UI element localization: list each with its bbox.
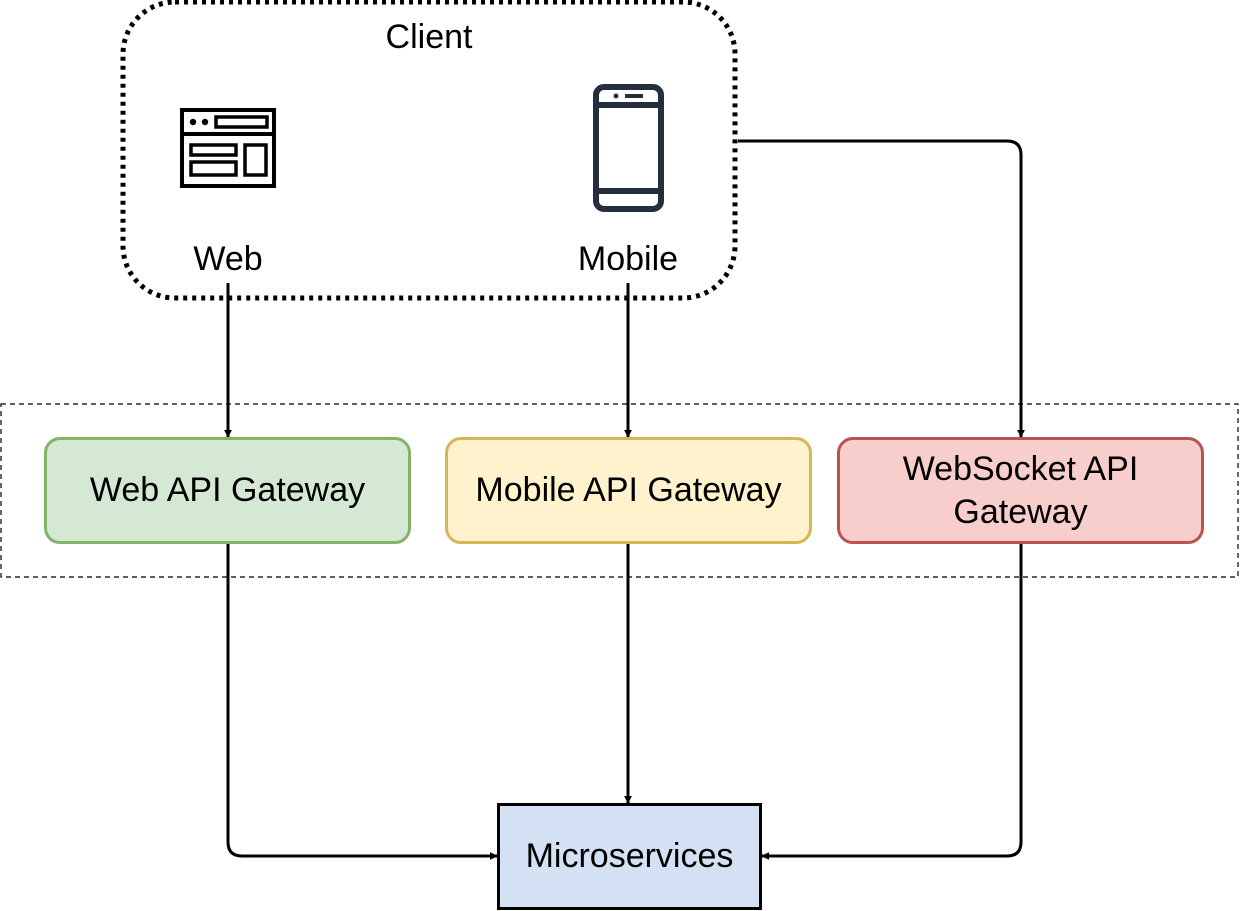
edge-web-gateway-to-microservices bbox=[226, 544, 498, 860]
browser-window-icon bbox=[180, 108, 276, 188]
websocket-api-gateway-label: WebSocket API Gateway bbox=[902, 450, 1139, 531]
microservices-box: Microservices bbox=[497, 803, 762, 910]
edge-websocket-gateway-to-microservices bbox=[761, 544, 1023, 860]
gateway-group-border bbox=[0, 403, 1239, 578]
client-group-border bbox=[120, 0, 738, 301]
microservices-label: Microservices bbox=[525, 837, 734, 876]
client-title: Client bbox=[385, 18, 473, 56]
mobile-label: Mobile bbox=[577, 240, 679, 278]
websocket-api-gateway-box: WebSocket API Gateway bbox=[837, 437, 1204, 544]
web-api-gateway-box: Web API Gateway bbox=[44, 437, 411, 544]
mobile-api-gateway-label: Mobile API Gateway bbox=[475, 471, 782, 510]
mobile-api-gateway-box: Mobile API Gateway bbox=[445, 437, 812, 544]
web-label: Web bbox=[193, 240, 263, 278]
web-api-gateway-label: Web API Gateway bbox=[89, 471, 366, 510]
smartphone-icon bbox=[593, 84, 664, 212]
edge-client-to-websocket-gateway bbox=[738, 139, 1025, 438]
